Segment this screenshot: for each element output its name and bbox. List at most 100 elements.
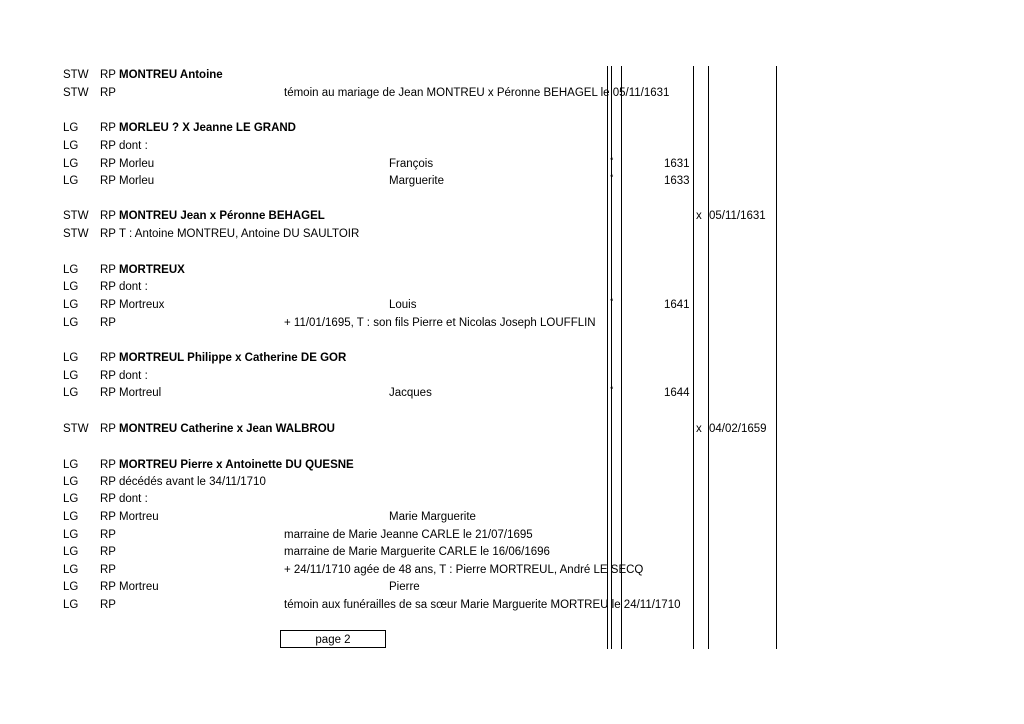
cell-rp: RP (100, 158, 116, 170)
cell-src: STW (63, 423, 89, 435)
cell-deg: ° (610, 385, 614, 395)
cell-name: MORLEU ? X Jeanne LE GRAND (119, 122, 296, 134)
cell-first: Pierre (389, 581, 420, 593)
cell-deg: ° (610, 297, 614, 307)
cell-year: 1644 (664, 387, 690, 399)
cell-rp: RP (100, 317, 116, 329)
cell-src: LG (63, 352, 79, 364)
page-number-label: page 2 (315, 634, 351, 646)
cell-x: x (696, 210, 702, 222)
cell-src: LG (63, 370, 79, 382)
column-rule (708, 66, 709, 649)
cell-name: Morleu (119, 175, 155, 187)
column-rule (776, 66, 777, 649)
cell-rp: RP (100, 228, 116, 240)
cell-rp: RP (100, 299, 116, 311)
cell-deg: ° (610, 173, 614, 183)
cell-name: décédés avant le 34/11/1710 (119, 476, 266, 488)
cell-src: LG (63, 476, 79, 488)
column-rule (621, 66, 622, 649)
cell-date: 05/11/1631 (709, 210, 766, 222)
cell-rp: RP (100, 281, 116, 293)
column-rule (693, 66, 694, 649)
cell-rp: RP (100, 122, 116, 134)
cell-src: STW (63, 228, 89, 240)
cell-src: LG (63, 546, 79, 558)
cell-rp: RP (100, 423, 116, 435)
cell-src: LG (63, 317, 79, 329)
cell-first: François (389, 158, 434, 170)
cell-name: Morleu (119, 158, 155, 170)
cell-first: Louis (389, 299, 417, 311)
page-number-box: page 2 (280, 630, 386, 648)
cell-rp: RP (100, 140, 116, 152)
cell-name: MORTREUX (119, 264, 185, 276)
column-rule (607, 66, 608, 649)
cell-deg: ° (610, 156, 614, 166)
cell-year: 1631 (664, 158, 690, 170)
cell-rp: RP (100, 564, 116, 576)
cell-src: LG (63, 459, 79, 471)
cell-rp: RP (100, 69, 116, 81)
cell-name: dont : (119, 281, 148, 293)
cell-x: x (696, 423, 702, 435)
cell-src: LG (63, 122, 79, 134)
cell-date: 04/02/1659 (709, 423, 767, 435)
cell-rp: RP (100, 493, 116, 505)
cell-name: MONTREU Jean x Péronne BEHAGEL (119, 210, 325, 222)
cell-name: T : Antoine MONTREU, Antoine DU SAULTOIR (119, 228, 360, 240)
cell-rp: RP (100, 581, 116, 593)
cell-src: LG (63, 599, 79, 611)
cell-desc: + 24/11/1710 agée de 48 ans, T : Pierre … (284, 564, 644, 576)
cell-src: LG (63, 175, 79, 187)
cell-desc: + 11/01/1695, T : son fils Pierre et Nic… (284, 317, 596, 329)
cell-rp: RP (100, 459, 116, 471)
cell-src: LG (63, 140, 79, 152)
cell-src: LG (63, 564, 79, 576)
cell-src: STW (63, 210, 89, 222)
cell-src: LG (63, 387, 79, 399)
cell-name: Mortreu (119, 581, 159, 593)
cell-src: LG (63, 281, 79, 293)
cell-name: MONTREU Antoine (119, 69, 223, 81)
cell-rp: RP (100, 599, 116, 611)
cell-src: LG (63, 299, 79, 311)
cell-rp: RP (100, 529, 116, 541)
cell-rp: RP (100, 87, 116, 99)
column-rule (611, 66, 612, 649)
cell-rp: RP (100, 511, 116, 523)
cell-year: 1633 (664, 175, 690, 187)
cell-first: Marie Marguerite (389, 511, 476, 523)
cell-rp: RP (100, 352, 116, 364)
table-row: LG RP + 24/11/1710 agée de 48 ans, T : Pie… (0, 562, 1024, 578)
cell-src: LG (63, 511, 79, 523)
cell-src: LG (63, 493, 79, 505)
cell-rp: RP (100, 370, 116, 382)
cell-year: 1641 (664, 299, 690, 311)
cell-name: Mortreux (119, 299, 165, 311)
cell-name: Mortreul (119, 387, 162, 399)
cell-src: LG (63, 581, 79, 593)
cell-first: Marguerite (389, 175, 444, 187)
cell-rp: RP (100, 175, 116, 187)
table-row: LG RP + 11/01/1695, T : son fils Pierre et… (0, 315, 1024, 331)
cell-rp: RP (100, 476, 116, 488)
